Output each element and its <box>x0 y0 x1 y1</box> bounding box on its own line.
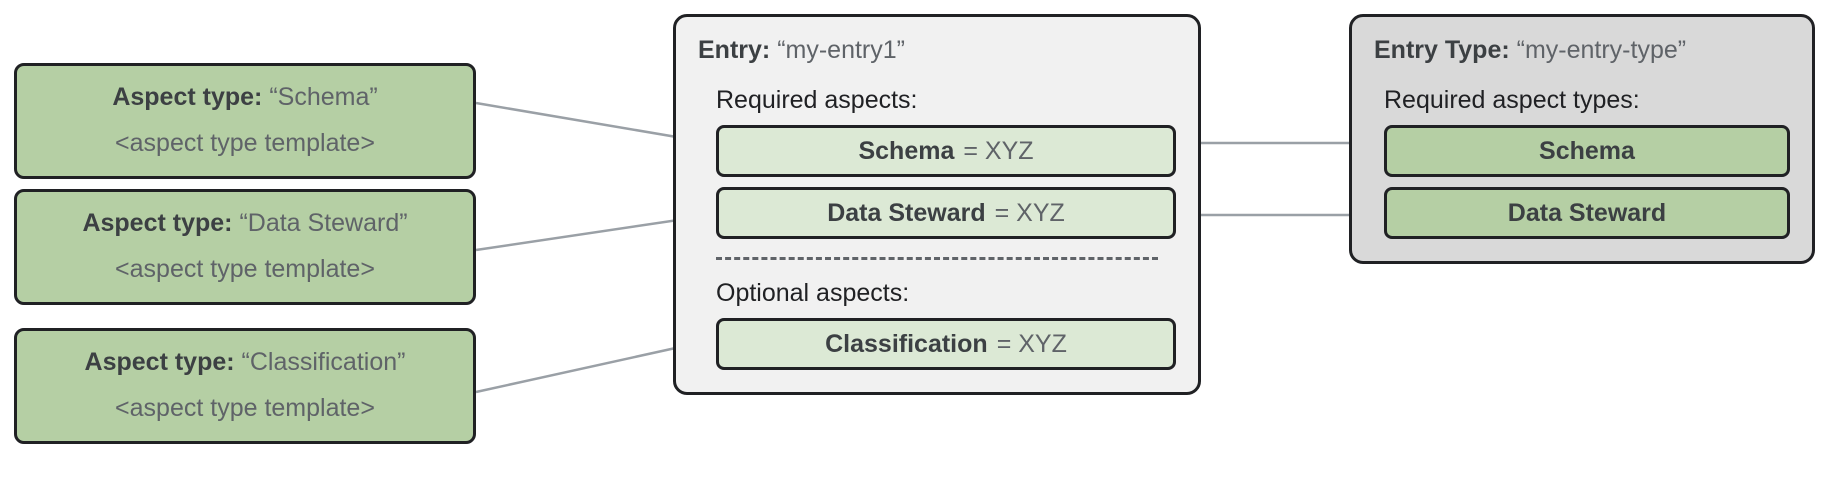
aspect-chip-value: = XYZ <box>996 329 1067 358</box>
aspect-type-card-name: “Classification” <box>241 348 406 376</box>
aspect-type-card-data-steward[interactable]: Aspect type: “Data Steward” <aspect type… <box>14 189 476 305</box>
aspect-type-chip-schema[interactable]: Schema <box>1384 125 1790 177</box>
aspect-type-card-title: Aspect type: “Schema” <box>35 80 455 114</box>
aspect-type-card-template: <aspect type template> <box>115 255 375 283</box>
required-aspects-label: Required aspects: <box>716 86 918 114</box>
aspects-divider <box>716 257 1158 260</box>
aspect-type-card-template: <aspect type template> <box>115 394 375 422</box>
entry-panel-title: Entry: “my-entry1” <box>698 33 1176 67</box>
optional-aspects-label: Optional aspects: <box>716 279 910 307</box>
aspect-chip-name: Data Steward <box>827 198 986 227</box>
aspect-type-card-name: “Data Steward” <box>239 209 408 237</box>
required-aspect-types-label: Required aspect types: <box>1384 86 1640 114</box>
aspect-type-card-title: Aspect type: “Classification” <box>35 345 455 379</box>
entry-panel-key: Entry: <box>698 36 771 64</box>
aspect-chip-schema[interactable]: Schema = XYZ <box>716 125 1176 177</box>
aspect-chip-value: = XYZ <box>963 136 1034 165</box>
aspect-type-card-key: Aspect type: <box>84 348 235 376</box>
aspect-chip-name: Schema <box>858 136 955 165</box>
aspect-type-card-template: <aspect type template> <box>115 129 375 157</box>
aspect-type-card-title: Aspect type: “Data Steward” <box>35 206 455 240</box>
aspect-type-card-key: Aspect type: <box>82 209 233 237</box>
aspect-chip-classification[interactable]: Classification = XYZ <box>716 318 1176 370</box>
entry-panel[interactable]: Entry: “my-entry1” Required aspects: Sch… <box>673 14 1201 395</box>
entry-panel-name: “my-entry1” <box>777 36 905 64</box>
entry-type-panel-key: Entry Type: <box>1374 36 1510 64</box>
entry-type-panel[interactable]: Entry Type: “my-entry-type” Required asp… <box>1349 14 1815 264</box>
aspect-type-card-key: Aspect type: <box>112 83 263 111</box>
aspect-chip-value: = XYZ <box>994 198 1065 227</box>
aspect-chip-name: Classification <box>825 329 988 358</box>
aspect-type-card-classification[interactable]: Aspect type: “Classification” <aspect ty… <box>14 328 476 444</box>
aspect-type-chip-data-steward[interactable]: Data Steward <box>1384 187 1790 239</box>
aspect-type-card-name: “Schema” <box>269 83 378 111</box>
aspect-type-card-schema[interactable]: Aspect type: “Schema” <aspect type templ… <box>14 63 476 179</box>
aspect-chip-data-steward[interactable]: Data Steward = XYZ <box>716 187 1176 239</box>
entry-type-panel-name: “my-entry-type” <box>1516 36 1687 64</box>
entry-type-panel-title: Entry Type: “my-entry-type” <box>1374 33 1790 67</box>
